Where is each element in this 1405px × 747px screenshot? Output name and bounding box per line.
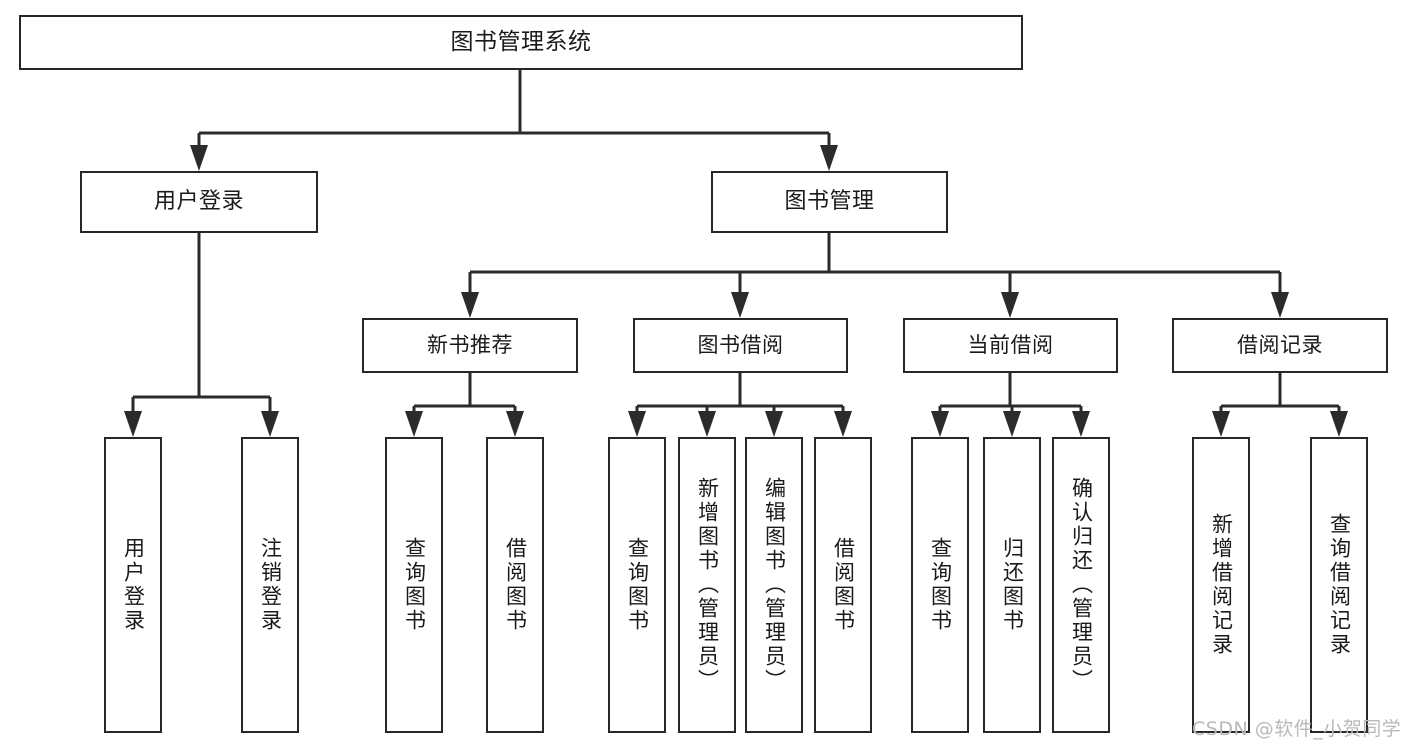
connector-arrowhead: [1072, 411, 1090, 437]
node-leaf-query-book-1[interactable]: 查询图书: [385, 437, 443, 733]
connector-arrowhead: [1271, 292, 1289, 318]
connector-arrowhead: [124, 411, 142, 437]
node-root[interactable]: 图书管理系统: [19, 15, 1023, 70]
connector-arrowhead: [1212, 411, 1230, 437]
connector-arrowhead: [1001, 292, 1019, 318]
node-label-leaf-query-book-2: 查询图书: [625, 537, 650, 633]
node-label-current-borrow: 当前借阅: [967, 333, 1054, 358]
node-label-leaf-add-book: 新增图书（管理员）: [695, 477, 720, 693]
node-label-leaf-query-record: 查询借阅记录: [1327, 513, 1352, 657]
node-label-root: 图书管理系统: [450, 28, 592, 55]
connector-arrowhead: [1003, 411, 1021, 437]
node-leaf-user-login[interactable]: 用户登录: [104, 437, 162, 733]
node-book-borrow[interactable]: 图书借阅: [633, 318, 848, 373]
connector-arrowhead: [461, 292, 479, 318]
node-label-leaf-return-book: 归还图书: [1000, 537, 1025, 633]
node-label-leaf-query-book-3: 查询图书: [928, 537, 953, 633]
connector-arrowhead: [834, 411, 852, 437]
node-label-leaf-add-record: 新增借阅记录: [1209, 513, 1234, 657]
node-leaf-confirm-return[interactable]: 确认归还（管理员）: [1052, 437, 1110, 733]
connector-arrowhead: [698, 411, 716, 437]
connector-arrowhead: [506, 411, 524, 437]
connector-arrowhead: [931, 411, 949, 437]
node-leaf-logout[interactable]: 注销登录: [241, 437, 299, 733]
node-leaf-add-record[interactable]: 新增借阅记录: [1192, 437, 1250, 733]
node-leaf-add-book[interactable]: 新增图书（管理员）: [678, 437, 736, 733]
node-leaf-borrow-book-1[interactable]: 借阅图书: [486, 437, 544, 733]
connector-arrowhead: [765, 411, 783, 437]
node-leaf-borrow-book-2[interactable]: 借阅图书: [814, 437, 872, 733]
node-leaf-query-book-2[interactable]: 查询图书: [608, 437, 666, 733]
node-label-leaf-user-login: 用户登录: [121, 537, 146, 633]
node-label-user-login: 用户登录: [153, 189, 244, 215]
connector-arrowhead: [1330, 411, 1348, 437]
node-label-leaf-logout: 注销登录: [258, 537, 283, 633]
node-book-manage[interactable]: 图书管理: [711, 171, 948, 233]
node-leaf-edit-book[interactable]: 编辑图书（管理员）: [745, 437, 803, 733]
node-leaf-query-book-3[interactable]: 查询图书: [911, 437, 969, 733]
connector-arrowhead: [190, 145, 208, 171]
node-new-book-rec[interactable]: 新书推荐: [362, 318, 578, 373]
node-label-leaf-edit-book: 编辑图书（管理员）: [762, 477, 787, 693]
node-current-borrow[interactable]: 当前借阅: [903, 318, 1118, 373]
connector-arrowhead: [628, 411, 646, 437]
connector-arrowhead: [731, 292, 749, 318]
node-leaf-return-book[interactable]: 归还图书: [983, 437, 1041, 733]
node-label-leaf-query-book-1: 查询图书: [402, 537, 427, 633]
node-borrow-record[interactable]: 借阅记录: [1172, 318, 1388, 373]
node-label-leaf-borrow-book-1: 借阅图书: [503, 537, 528, 633]
node-label-leaf-confirm-return: 确认归还（管理员）: [1069, 477, 1094, 693]
node-label-new-book-rec: 新书推荐: [427, 333, 513, 358]
node-label-leaf-borrow-book-2: 借阅图书: [831, 537, 856, 633]
connector-arrowhead: [820, 145, 838, 171]
connector-arrowhead: [261, 411, 279, 437]
node-label-borrow-record: 借阅记录: [1237, 333, 1323, 358]
node-label-book-borrow: 图书借阅: [697, 333, 784, 358]
node-label-book-manage: 图书管理: [784, 189, 875, 215]
connector-arrowhead: [405, 411, 423, 437]
node-leaf-query-record[interactable]: 查询借阅记录: [1310, 437, 1368, 733]
node-user-login[interactable]: 用户登录: [80, 171, 318, 233]
